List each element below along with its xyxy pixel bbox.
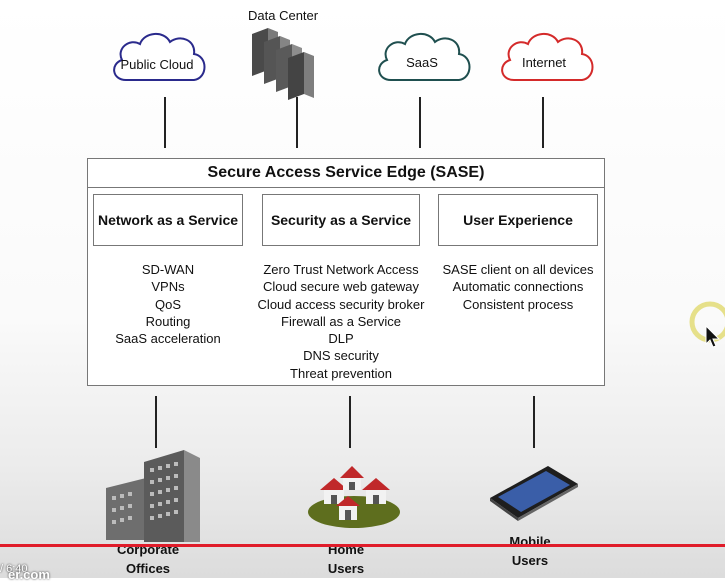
- home-label-line1: Home: [327, 542, 365, 557]
- video-progress-bar[interactable]: [0, 544, 725, 547]
- mobile-label-line1: Mobile: [509, 534, 551, 549]
- user-experience-heading: User Experience: [463, 212, 573, 228]
- connector-corporate: [155, 396, 157, 448]
- list-item: Zero Trust Network Access: [263, 262, 419, 277]
- internet-label: Internet: [521, 55, 567, 70]
- connector-data-center: [296, 97, 298, 148]
- security-as-a-service-heading: Security as a Service: [270, 212, 412, 228]
- network-as-a-service-heading: Network as a Service: [97, 212, 239, 228]
- video-progress-fill: [0, 544, 725, 547]
- list-item: SaaS acceleration: [115, 331, 221, 347]
- user-experience-list: SASE client on all devices Automatic con…: [436, 261, 600, 313]
- server-rack-icon: [252, 28, 314, 100]
- public-cloud-label: Public Cloud: [120, 57, 194, 72]
- list-item: Firewall as a Service: [281, 313, 401, 329]
- list-item: Cloud secure web gateway: [262, 279, 420, 295]
- data-center-label: Data Center: [248, 8, 319, 23]
- list-item: Threat prevention: [290, 365, 392, 381]
- mobile-users-label: Mobile Users: [490, 532, 570, 570]
- tablet-icon: [490, 466, 578, 521]
- corporate-label-line1: Corporate: [116, 542, 180, 557]
- houses-icon: [308, 466, 400, 528]
- list-item: SD-WAN: [141, 262, 195, 277]
- saas-label: SaaS: [406, 55, 438, 70]
- list-item: DNS security: [303, 348, 379, 364]
- public-cloud-icon: [113, 33, 206, 81]
- connector-public-cloud: [164, 97, 166, 148]
- security-service-list: Zero Trust Network Access Cloud secure w…: [246, 261, 436, 382]
- home-label-line2: Users: [327, 561, 365, 576]
- list-item: Routing: [145, 313, 191, 329]
- list-item: SASE client on all devices: [442, 262, 594, 277]
- connector-internet: [542, 97, 544, 148]
- list-item: DLP: [328, 331, 354, 347]
- corporate-label-line2: Offices: [125, 561, 171, 576]
- list-item: Automatic connections: [452, 279, 584, 295]
- internet-cloud-icon: [501, 33, 594, 81]
- sase-title: Secure Access Service Edge (SASE): [88, 159, 604, 188]
- connector-home: [349, 396, 351, 448]
- user-experience-box: User Experience: [438, 194, 598, 246]
- mobile-label-line2: Users: [511, 553, 549, 568]
- sase-box: Secure Access Service Edge (SASE) Networ…: [87, 158, 605, 386]
- network-service-list: SD-WAN VPNs QoS Routing SaaS acceleratio…: [93, 261, 243, 347]
- video-time: / 6:40: [0, 563, 28, 575]
- connector-mobile: [533, 396, 535, 448]
- list-item: Cloud access security broker: [257, 296, 425, 312]
- saas-cloud-icon: [378, 33, 471, 81]
- cursor-highlight-icon: [689, 301, 725, 348]
- network-as-a-service-box: Network as a Service: [93, 194, 243, 246]
- office-building-icon: [106, 450, 200, 542]
- list-item: QoS: [154, 296, 181, 312]
- security-as-a-service-box: Security as a Service: [262, 194, 420, 246]
- list-item: Consistent process: [462, 296, 574, 312]
- watermark-text: er.com: [8, 567, 50, 582]
- connector-saas: [419, 97, 421, 148]
- list-item: VPNs: [151, 279, 185, 295]
